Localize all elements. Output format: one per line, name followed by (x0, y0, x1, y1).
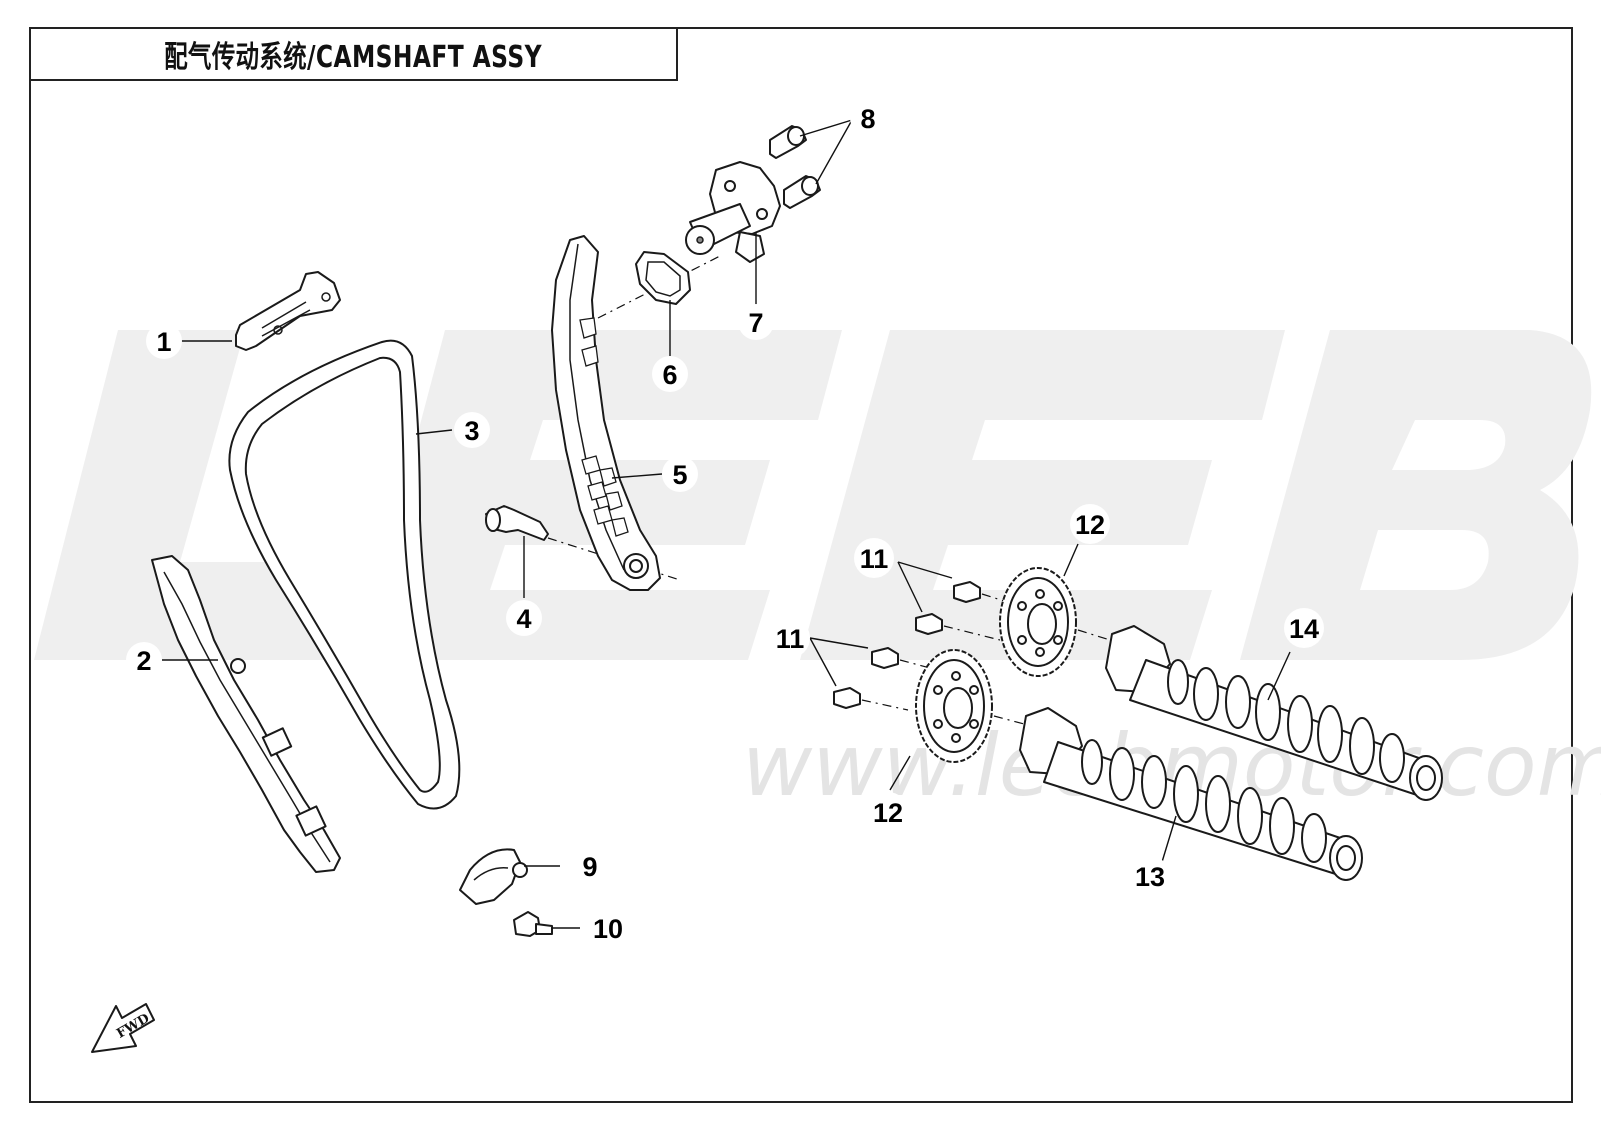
part-12-sprocket-upper (999, 567, 1077, 677)
svg-text:12: 12 (873, 798, 903, 828)
svg-text:14: 14 (1289, 614, 1319, 644)
callout-14: 14 (1284, 608, 1324, 648)
callout-13: 13 (1130, 856, 1170, 896)
svg-text:3: 3 (464, 416, 479, 446)
part-13-camshaft-lower (993, 707, 1363, 881)
part-2-chain-tensioner-guide (151, 555, 341, 873)
callout-9: 9 (572, 848, 608, 884)
svg-text:9: 9 (582, 852, 597, 882)
svg-text:10: 10 (593, 914, 623, 944)
fwd-arrow-icon: FWD (91, 1003, 155, 1053)
svg-text:2: 2 (136, 646, 151, 676)
title-box: 配气传动系统/CAMSHAFT ASSY (29, 27, 678, 81)
svg-text:11: 11 (860, 544, 889, 574)
callout-10: 10 (588, 908, 628, 948)
callout-11-lower: 11 (770, 618, 810, 658)
callout-5: 5 (662, 456, 698, 492)
callout-12-upper: 12 (1070, 504, 1110, 544)
svg-text:11: 11 (776, 624, 805, 654)
part-11-sprocket-bolts-upper (915, 581, 1021, 641)
part-10-bolt (513, 911, 553, 937)
part-14-camshaft-upper (1077, 625, 1443, 801)
part-6-gasket (635, 251, 691, 305)
part-12-sprocket-lower (915, 649, 993, 763)
part-5-chain-guide (551, 235, 661, 591)
svg-text:12: 12 (1075, 510, 1105, 540)
callout-1: 1 (146, 323, 182, 359)
part-8-tensioner-bolts (769, 125, 821, 209)
part-11-sprocket-bolts-lower (833, 647, 931, 711)
callout-11-upper: 11 (854, 538, 894, 578)
svg-text:13: 13 (1135, 862, 1165, 892)
callout-6: 6 (652, 356, 688, 392)
part-1-guide-plate (235, 271, 341, 351)
callout-12-lower: 12 (868, 792, 908, 832)
svg-text:4: 4 (516, 604, 531, 634)
page-title: 配气传动系统/CAMSHAFT ASSY (164, 40, 543, 75)
callout-8: 8 (850, 100, 886, 136)
part-3-timing-chain (228, 339, 461, 810)
svg-text:1: 1 (156, 327, 171, 357)
callout-3: 3 (454, 412, 490, 448)
part-9-guide-shoe (459, 848, 528, 905)
svg-text:5: 5 (672, 460, 687, 490)
leader-lines (162, 119, 1291, 929)
callout-4: 4 (506, 600, 542, 636)
callout-7: 7 (738, 304, 774, 340)
svg-text:8: 8 (860, 104, 875, 134)
callout-2: 2 (126, 642, 162, 678)
part-7-tensioner (685, 161, 781, 263)
svg-text:6: 6 (662, 360, 677, 390)
svg-text:7: 7 (748, 308, 763, 338)
